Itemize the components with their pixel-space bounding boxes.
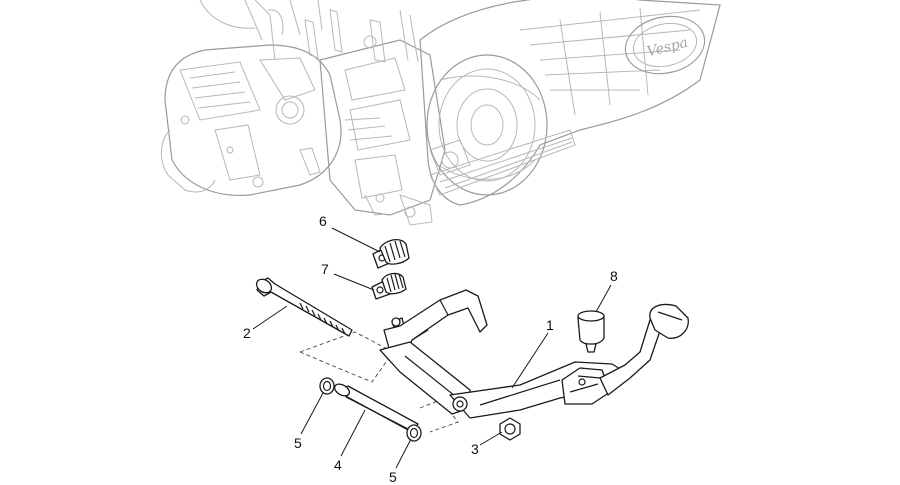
callout-4: 4 bbox=[334, 457, 342, 473]
engine-illustration: Vespa bbox=[161, 0, 721, 226]
part-2-long-bolt bbox=[255, 277, 353, 337]
part-5-washer-left bbox=[319, 377, 335, 395]
callout-6: 6 bbox=[319, 213, 327, 229]
part-7-spring bbox=[371, 272, 407, 300]
part-1-center-stand bbox=[379, 289, 689, 419]
part-6-spring bbox=[372, 238, 410, 269]
part-3-nut bbox=[499, 417, 521, 441]
vespa-badge-text: Vespa bbox=[645, 35, 689, 61]
part-8-rubber-stop bbox=[577, 310, 605, 353]
callout-2: 2 bbox=[243, 325, 251, 341]
callout-1: 1 bbox=[546, 317, 554, 333]
part-5-washer-right bbox=[406, 424, 422, 442]
callout-7: 7 bbox=[321, 261, 329, 277]
part-4-pin bbox=[333, 383, 419, 433]
leader-lines bbox=[252, 227, 612, 469]
callout-5-left: 5 bbox=[294, 435, 302, 451]
callout-8: 8 bbox=[610, 268, 618, 284]
callout-3: 3 bbox=[471, 441, 479, 457]
callout-5-right: 5 bbox=[389, 469, 397, 485]
